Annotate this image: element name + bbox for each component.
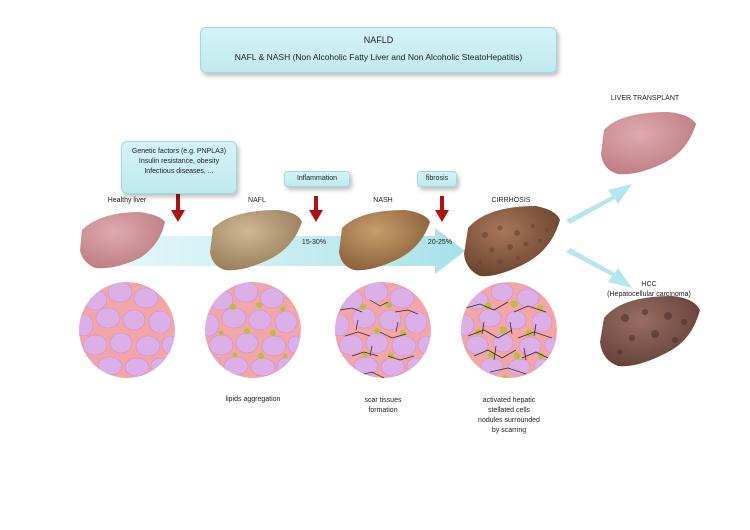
risk-factors-box: Genetic factors (e.g. PNPLA3) Insulin re… xyxy=(121,141,237,194)
caption-nafl: lipids aggregation xyxy=(225,396,281,403)
factor-insulin: Insulin resistance, obesity xyxy=(138,158,220,165)
factor-genetic: Genetic factors (e.g. PNPLA3) xyxy=(131,148,227,155)
fibrosis-red-arrow xyxy=(435,196,449,222)
healthy-tissue-circle xyxy=(79,282,175,378)
caption-nash: scar tissues formation xyxy=(340,396,426,416)
caption-cirrhosis-line1: activated hepatic xyxy=(482,397,536,404)
rate-nash-to-cirrhosis: 20-25% xyxy=(427,239,453,246)
factor-infectious: Infectious diseases, ... xyxy=(144,168,214,175)
hcc-liver-image xyxy=(600,296,700,367)
caption-cirrhosis: activated hepatic stellated cells nodule… xyxy=(464,396,554,436)
nash-tissue-circle xyxy=(335,282,431,378)
cirrhosis-liver-image xyxy=(464,206,560,277)
nafl-liver-image xyxy=(210,210,302,271)
transplant-branch-arrow xyxy=(566,184,632,224)
stage-label-healthy: Healthy liver xyxy=(107,197,147,204)
caption-cirrhosis-line3: nodules surrounded xyxy=(478,417,540,424)
caption-nash-line2: formation xyxy=(368,407,398,414)
nash-liver-image xyxy=(339,210,430,271)
outcome-hcc-title: HCC xyxy=(641,281,657,288)
cirrhosis-nodules xyxy=(478,223,549,265)
factors-red-arrow xyxy=(171,190,185,222)
title-subtitle: NAFL & NASH (Non Alcoholic Fatty Liver a… xyxy=(234,52,523,62)
fibrosis-tag: fibrosis xyxy=(417,171,457,187)
hcc-branch-arrow xyxy=(566,248,632,288)
healthy-liver-image xyxy=(80,212,165,269)
title-heading: NAFLD xyxy=(363,35,394,45)
nafl-tissue-circle xyxy=(205,282,301,378)
rate-nafl-to-nash: 15-30% xyxy=(301,239,327,246)
caption-cirrhosis-line2: stellated cells xyxy=(487,407,531,414)
outcome-hcc-subtitle: (Hepatocellular carcinoma) xyxy=(607,291,691,298)
stage-label-cirrhosis: CIRRHOSIS xyxy=(491,197,531,204)
caption-nash-line1: scar tissues xyxy=(364,397,402,404)
inflammation-tag: Inflammation xyxy=(284,171,350,187)
stage-label-nash: NASH xyxy=(373,197,393,204)
caption-cirrhosis-line4: by scarring xyxy=(491,427,527,434)
stage-label-nafl: NAFL xyxy=(248,197,266,204)
cirrhosis-tissue-circle xyxy=(461,282,557,378)
nafld-title-box: NAFLD NAFL & NASH (Non Alcoholic Fatty L… xyxy=(200,27,557,73)
outcome-liver-transplant: LIVER TRANSPLANT xyxy=(610,95,680,102)
inflammation-red-arrow xyxy=(309,196,323,222)
hcc-tumor-spots xyxy=(617,309,687,355)
outcome-hcc: HCC (Hepatocellular carcinoma) xyxy=(594,280,704,300)
transplant-liver-image xyxy=(601,112,696,175)
